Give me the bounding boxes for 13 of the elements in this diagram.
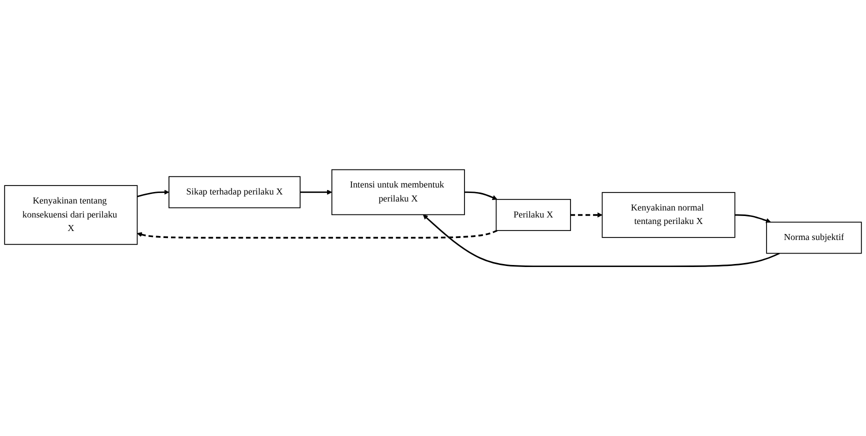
arrow <box>137 230 498 239</box>
node-box: Kenyakinan tentang konsekuensi dari perilaku X <box>4 185 138 245</box>
arrow <box>137 190 170 198</box>
arrow <box>422 214 780 268</box>
arrow <box>734 214 771 224</box>
arrow <box>300 190 332 195</box>
node-box: Norma subjektif <box>766 222 862 254</box>
arrow <box>464 191 498 200</box>
node-box: Intensi untuk membentuk perilaku X <box>331 169 465 216</box>
node-box: Sikap terhadap perilaku X <box>168 176 301 208</box>
node-box: Perilaku X <box>496 198 571 231</box>
arrow <box>570 212 602 218</box>
node-box: Kenyakinan normal tentang perilaku X <box>602 192 736 238</box>
